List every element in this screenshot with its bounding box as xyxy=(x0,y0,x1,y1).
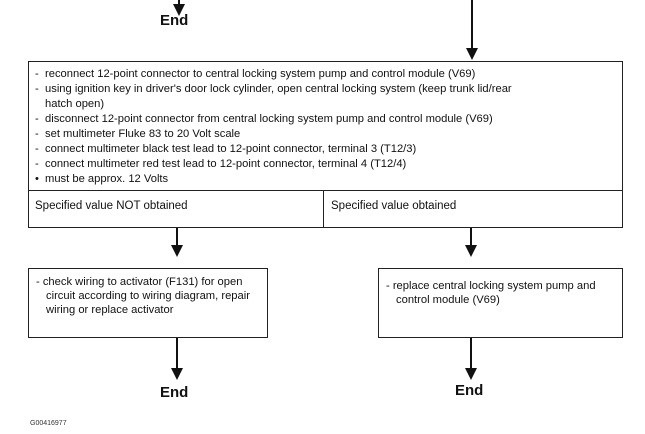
result-not-obtained-label: Specified value NOT obtained xyxy=(35,200,188,212)
procedure-step: -using ignition key in driver's door loc… xyxy=(35,83,512,95)
procedure-step: -reconnect 12-point connector to central… xyxy=(35,68,476,80)
result-column-divider xyxy=(323,190,324,227)
right-action-box: - replace central locking system pump an… xyxy=(378,268,623,338)
right-branch-connector xyxy=(470,228,472,246)
top-left-arrowhead xyxy=(173,4,185,16)
main-procedure-box: -reconnect 12-point connector to central… xyxy=(28,61,623,228)
bottom-right-end-label: End xyxy=(455,382,484,399)
procedure-step: -set multimeter Fluke 83 to 20 Volt scal… xyxy=(35,128,241,140)
top-left-connector xyxy=(178,0,180,6)
bottom-right-arrowhead xyxy=(465,368,477,380)
bottom-left-arrowhead xyxy=(171,368,183,380)
bottom-right-connector xyxy=(470,338,472,370)
top-left-end-label: End xyxy=(160,12,189,29)
bottom-left-end-label: End xyxy=(160,384,189,401)
procedure-step-list: -reconnect 12-point connector to central… xyxy=(35,67,512,187)
top-right-arrowhead xyxy=(466,48,478,60)
left-branch-connector xyxy=(176,228,178,246)
procedure-step: -connect multimeter red test lead to 12-… xyxy=(35,158,407,170)
left-branch-arrowhead xyxy=(171,245,183,257)
procedure-step: •must be approx. 12 Volts xyxy=(35,173,169,185)
result-obtained-label: Specified value obtained xyxy=(331,200,457,212)
procedure-step: -connect multimeter black test lead to 1… xyxy=(35,143,417,155)
top-right-connector xyxy=(471,0,473,49)
procedure-step: hatch open) xyxy=(45,98,105,110)
left-action-text: - check wiring to activator (F131) for o… xyxy=(36,276,250,316)
procedure-step: -disconnect 12-point connector from cent… xyxy=(35,113,493,125)
bottom-left-connector xyxy=(176,338,178,370)
right-action-text: - replace central locking system pump an… xyxy=(386,280,596,306)
right-branch-arrowhead xyxy=(465,245,477,257)
figure-id: G00416977 xyxy=(30,420,67,427)
left-action-box: - check wiring to activator (F131) for o… xyxy=(28,268,268,338)
result-row-divider xyxy=(29,190,622,191)
